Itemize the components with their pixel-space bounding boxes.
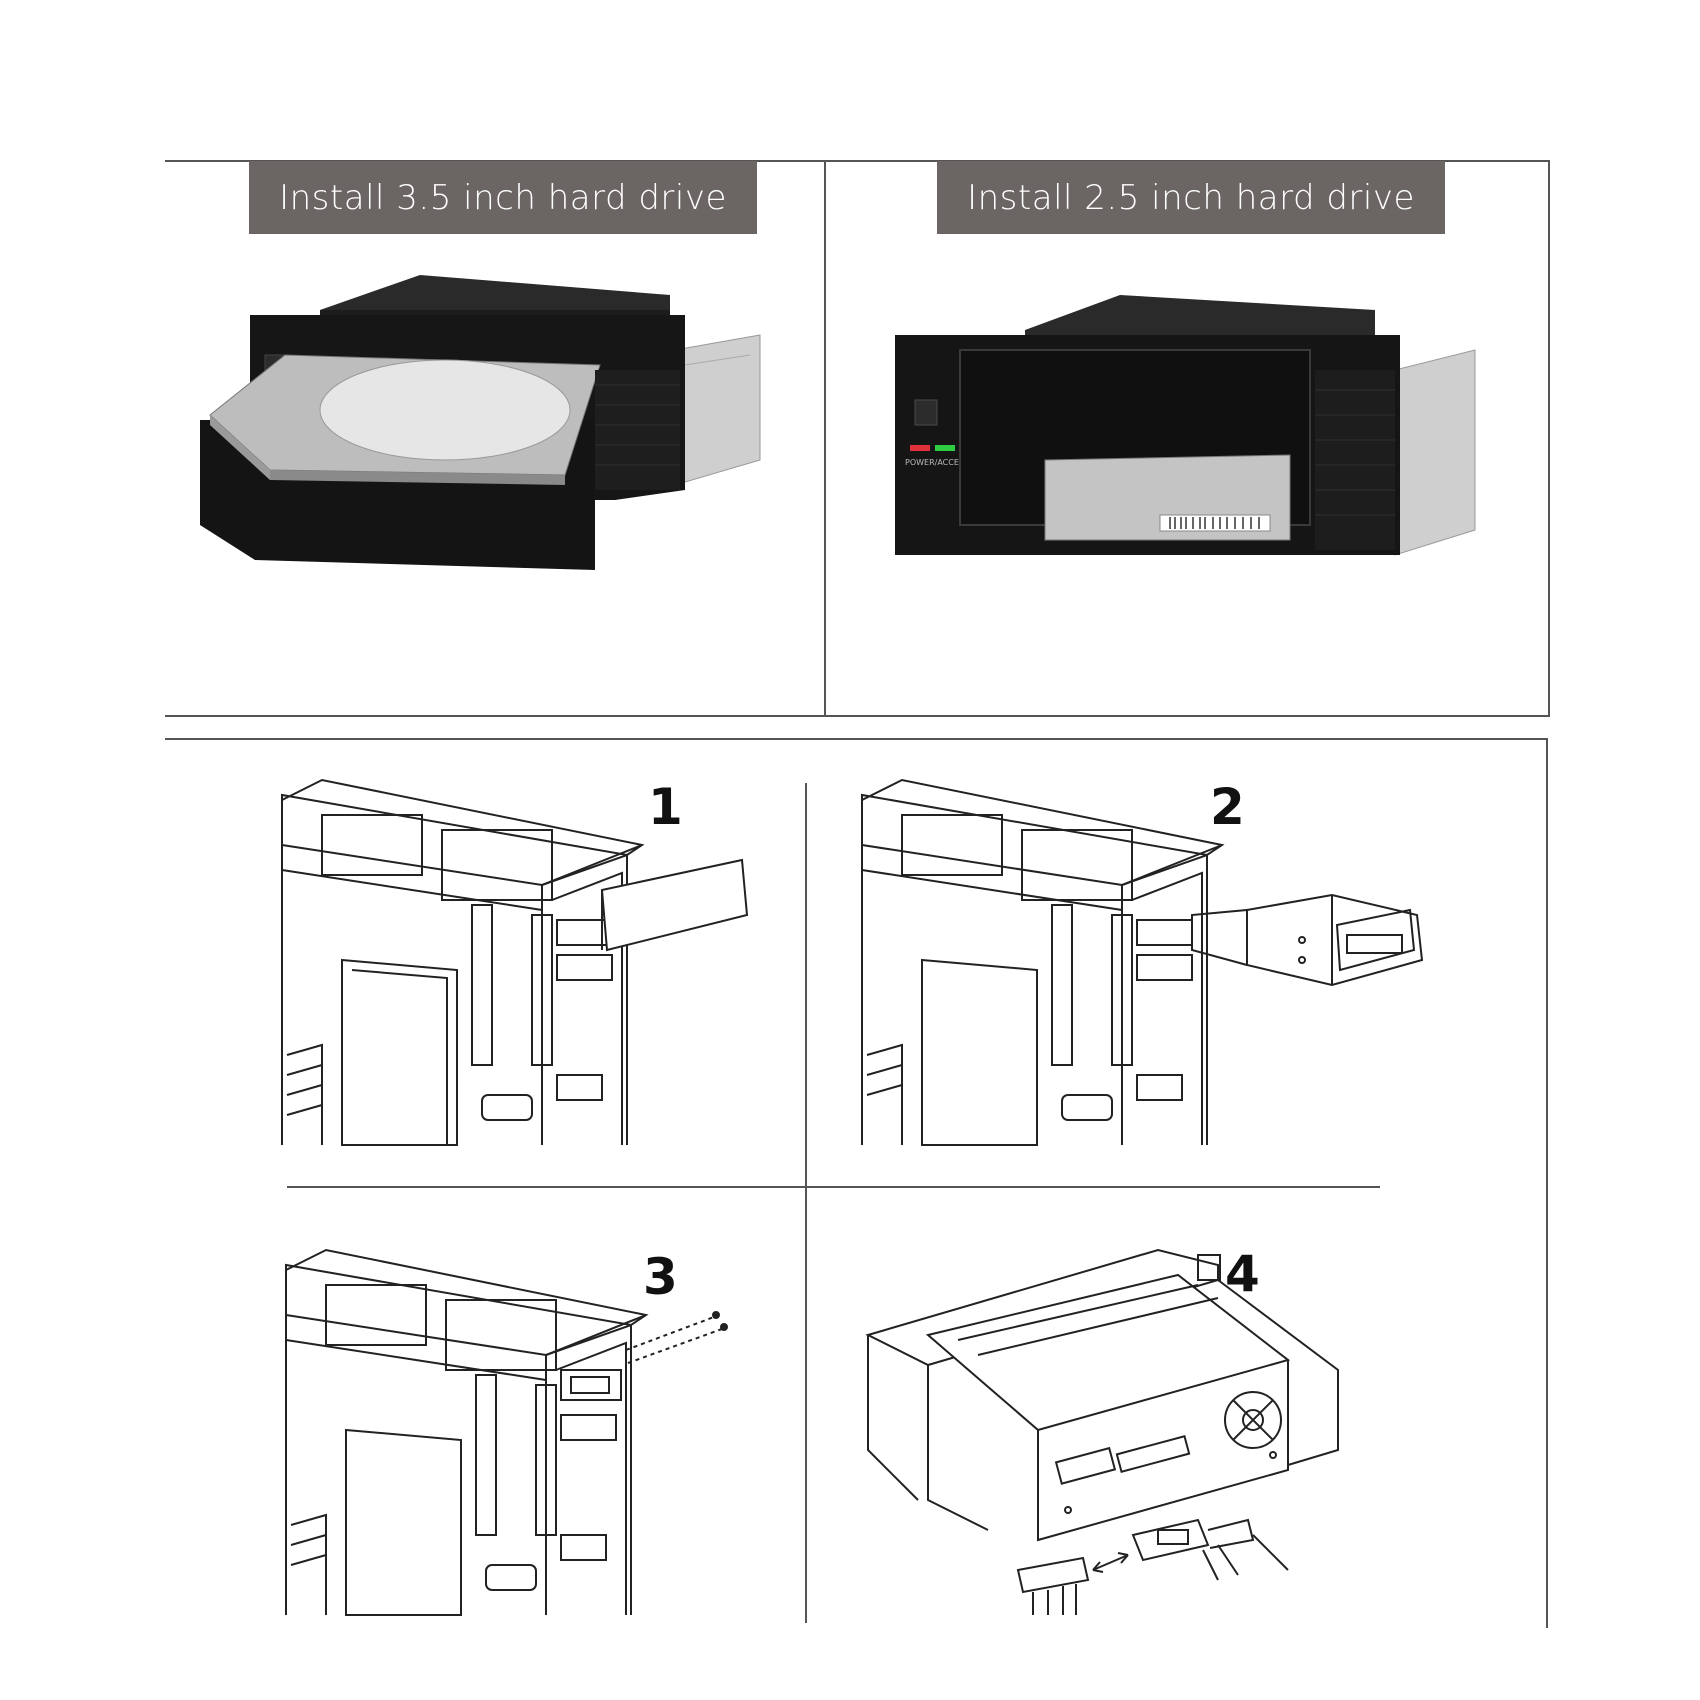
step-2-number: 2 <box>1210 778 1245 836</box>
banner-install-2-5: Install 2.5 inch hard drive <box>937 161 1445 234</box>
step-4-illustration <box>865 1248 1339 1615</box>
steps-horizontal-divider <box>287 1186 1380 1188</box>
step-4-number: 4 <box>1225 1245 1260 1303</box>
step-1-number: 1 <box>648 778 683 836</box>
top-frame-divider <box>824 160 826 717</box>
banner-install-3-5: Install 3.5 inch hard drive <box>249 161 757 234</box>
bottom-frame-right-border <box>1546 738 1548 1628</box>
enclosure-2-5-inch-image: POWER/ACCESS <box>895 295 1476 556</box>
led-label: POWER/ACCESS <box>905 458 969 467</box>
step-3-illustration <box>285 1248 728 1616</box>
step-1-illustration <box>281 778 749 1146</box>
steps-vertical-divider <box>805 783 807 1623</box>
top-frame-bottom-border <box>165 715 1550 717</box>
bottom-frame-top-border <box>165 738 1548 740</box>
step-3-number: 3 <box>643 1248 678 1306</box>
top-frame-top-border <box>165 160 1550 162</box>
top-frame-right-border <box>1548 160 1550 717</box>
step-2-illustration <box>861 778 1424 1146</box>
enclosure-3-5-inch-image <box>200 275 761 570</box>
